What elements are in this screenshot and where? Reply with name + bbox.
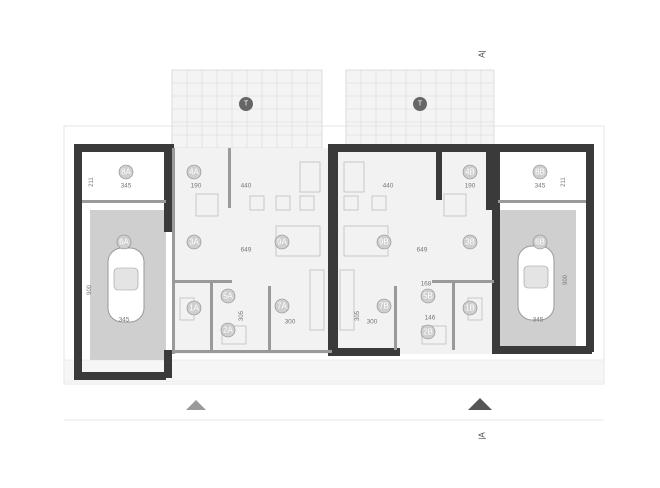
- room-7A: 7A: [274, 298, 290, 314]
- svg-text:9A: 9A: [277, 238, 287, 247]
- room-3B: 3B: [462, 234, 478, 250]
- svg-text:7B: 7B: [379, 302, 389, 311]
- dim-label: 190: [465, 183, 476, 190]
- dim-label: 345: [535, 183, 546, 190]
- dim-label: 900: [563, 274, 569, 285]
- svg-text:1A: 1A: [189, 304, 199, 313]
- dim-label: 190: [191, 183, 202, 190]
- room-3A: 3A: [186, 234, 202, 250]
- entrance-left-arrow-icon: [186, 400, 206, 410]
- dim-label: 211: [561, 177, 567, 187]
- dim-label: 146: [425, 315, 436, 322]
- dim-label: 300: [285, 319, 296, 326]
- room-8B: 8B: [532, 164, 548, 180]
- room-2A: 2A: [220, 322, 236, 338]
- dim-label: 440: [383, 183, 394, 190]
- terrace-grid: [171, 69, 494, 149]
- room-4B: 4B: [462, 164, 478, 180]
- room-9A: 9A: [274, 234, 290, 250]
- svg-text:4B: 4B: [465, 168, 475, 177]
- room-9B: 9B: [376, 234, 392, 250]
- car-right-icon: [517, 245, 555, 321]
- dim-label: 345: [119, 317, 130, 324]
- room-8A: 8A: [118, 164, 134, 180]
- room-4A: 4A: [186, 164, 202, 180]
- svg-text:9B: 9B: [379, 238, 389, 247]
- room-6B: 6B: [532, 234, 548, 250]
- svg-text:6B: 6B: [535, 238, 545, 247]
- svg-text:4A: 4A: [189, 168, 199, 177]
- dim-label: 345: [121, 183, 132, 190]
- dim-label: 211: [89, 177, 95, 187]
- dim-label: 649: [417, 247, 428, 254]
- house-left-floor: [172, 148, 330, 354]
- walls: [74, 144, 594, 380]
- dim-label: 649: [241, 247, 252, 254]
- bottom-strip: [63, 359, 605, 383]
- room-5B: 5B: [420, 288, 436, 304]
- room-1A: 1A: [186, 300, 202, 316]
- terrace-left-label: T: [239, 97, 253, 111]
- svg-text:T: T: [244, 101, 249, 108]
- svg-text:6A: 6A: [119, 238, 129, 247]
- dim-label: 168: [421, 281, 432, 288]
- svg-text:2B: 2B: [423, 328, 433, 337]
- dim-label: 305: [239, 310, 245, 321]
- room-1B: 1B: [462, 300, 478, 316]
- section-mark-bottom: |A: [478, 432, 487, 440]
- room-7B: 7B: [376, 298, 392, 314]
- svg-text:1B: 1B: [465, 304, 475, 313]
- svg-text:5B: 5B: [423, 292, 433, 301]
- svg-text:3B: 3B: [465, 238, 475, 247]
- room-6A: 6A: [116, 234, 132, 250]
- room-2B: 2B: [420, 324, 436, 340]
- svg-text:3A: 3A: [189, 238, 199, 247]
- dim-label: 440: [241, 183, 252, 190]
- dim-label: 900: [87, 284, 93, 295]
- entrance-right-arrow-icon: [468, 398, 492, 410]
- svg-text:7A: 7A: [277, 302, 287, 311]
- svg-text:5A: 5A: [223, 292, 233, 301]
- dim-label: 305: [355, 310, 361, 321]
- dim-label: 345: [533, 317, 544, 324]
- svg-text:T: T: [418, 101, 423, 108]
- svg-text:8B: 8B: [535, 168, 545, 177]
- dim-label: 300: [367, 319, 378, 326]
- room-5A: 5A: [220, 288, 236, 304]
- car-left-icon: [107, 247, 145, 323]
- svg-text:2A: 2A: [223, 326, 233, 335]
- svg-text:8A: 8A: [121, 168, 131, 177]
- terrace-right-label: T: [413, 97, 427, 111]
- site-outline: [63, 125, 605, 385]
- section-mark-top: A|: [478, 50, 487, 57]
